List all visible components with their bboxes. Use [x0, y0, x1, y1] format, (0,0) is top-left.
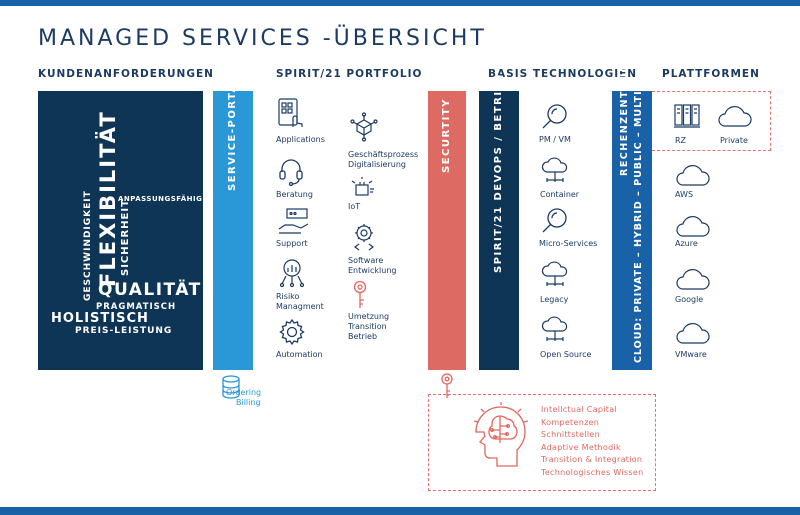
- portfolio-item-umsetzung-line1: Umetzung: [348, 312, 390, 321]
- security-label: SECURTITY: [441, 98, 452, 173]
- word-holistisch: HOLISTISCH: [51, 311, 149, 326]
- iot-device-icon: [350, 176, 376, 198]
- word-sicherheit: SICHERHEIT: [120, 199, 131, 276]
- key-icon: [352, 280, 368, 310]
- plattform-azure: Azure: [675, 239, 698, 248]
- knowledge-box: [428, 394, 656, 491]
- code-gear-icon: [350, 222, 378, 252]
- portfolio-item-risiko-line1: Risiko: [276, 292, 300, 301]
- tablet-touch-icon: [277, 97, 305, 129]
- portfolio-item-beratung: Beratung: [276, 190, 313, 199]
- plattform-rz: RZ: [675, 136, 687, 145]
- server-rack-icon: [673, 103, 701, 129]
- kundenanforderungen-box: GESCHWINDIGKEIT FLEXIBILITÄT SICHERHEIT …: [38, 91, 203, 370]
- portfolio-item-risiko-line2: Managment: [276, 302, 324, 311]
- cloud-icon-google: [674, 266, 712, 292]
- devops-bar: SPIRIT/21 DEVOPS / BETRIEB: [479, 73, 519, 370]
- plattform-vmware: VMware: [675, 350, 707, 359]
- chart-network-icon: [279, 258, 305, 288]
- brain-head-icon: [470, 402, 530, 486]
- portfolio-item-support: Support: [276, 239, 308, 248]
- portfolio-item-applications: Applications: [276, 135, 325, 144]
- knowledge-item-5: Technologisches Wissen: [541, 467, 644, 477]
- word-geschwindigkeit: GESCHWINDIGKEIT: [83, 190, 93, 301]
- cloud-icon-azure: [674, 213, 712, 239]
- basis-item-legacy: Legacy: [540, 295, 569, 304]
- devops-label: SPIRIT/21 DEVOPS / BETRIEB: [493, 72, 504, 273]
- column-heading-basis: BASIS TECHNOLOGIEN: [488, 68, 638, 80]
- cloud-icon-vmware: [674, 320, 712, 346]
- cloud-network-icon: [539, 156, 571, 186]
- cloud-network-icon-3: [539, 315, 571, 345]
- column-heading-portfolio: SPIRIT/21 PORTFOLIO: [276, 68, 423, 80]
- magnifier-icon-2: [540, 206, 570, 236]
- portfolio-item-iot: IoT: [348, 202, 361, 211]
- basis-item-pm-vm: PM / VM: [539, 135, 571, 144]
- cube-network-icon: [350, 112, 378, 142]
- plattformen-rz-box: [652, 91, 771, 151]
- service-portal-bar: SERVICE-PORTAL: [213, 75, 253, 370]
- basis-item-micro-services: Micro-Services: [539, 239, 598, 248]
- column-heading-kunden: KUNDENANFORDERUNGEN: [38, 68, 214, 80]
- cloud-icon-private: [716, 103, 754, 129]
- basis-item-container: Container: [540, 190, 580, 199]
- cloud-label: CLOUD: PRIVATE – HYBRID – PUBLIC – MULTI: [633, 90, 644, 363]
- knowledge-item-4: Transition & Integration: [541, 455, 643, 464]
- plattform-aws: AWS: [675, 190, 694, 199]
- word-pragmatisch: PRAGMATISCH: [96, 302, 177, 312]
- plattform-google: Google: [675, 295, 704, 304]
- billing-label: Billing: [236, 398, 261, 407]
- security-bar: SECURTITY: [428, 91, 466, 370]
- ordering-label: Ordering: [226, 388, 262, 397]
- hand-server-icon: [277, 207, 311, 235]
- portfolio-item-umsetzung-line2: Transition: [348, 322, 387, 331]
- column-heading-plattformen: PLATTFORMEN: [662, 68, 760, 80]
- knowledge-item-0: Intellctual Capital: [541, 405, 617, 414]
- basis-item-open-source: Open Source: [540, 350, 592, 359]
- page-title: MANAGED SERVICES -ÜBERSICHT: [38, 26, 487, 51]
- portfolio-item-automation: Automation: [276, 350, 323, 359]
- top-border: [0, 0, 800, 6]
- cloud-network-icon-2: [539, 260, 571, 290]
- portfolio-item-software-line2: Entwicklung: [348, 266, 397, 275]
- magnifier-icon: [540, 102, 570, 132]
- cloud-bar: RECHENZENTRUM CLOUD: PRIVATE – HYBRID – …: [612, 61, 652, 370]
- knowledge-item-3: Adaptive Methodik: [541, 442, 621, 452]
- knowledge-item-2: Schnittstellen: [541, 430, 600, 439]
- portfolio-item-software-line1: Software: [348, 256, 384, 265]
- key-icon-security: [440, 373, 454, 399]
- database-icon: [220, 375, 242, 399]
- gear-icon: [278, 318, 306, 346]
- bottom-border: [0, 507, 800, 515]
- word-preis-leistung: PREIS-LEISTUNG: [75, 326, 173, 336]
- word-anpassungsfaehig: ANPASSUNGSFÄHIG: [118, 195, 203, 203]
- plattform-private: Private: [720, 136, 748, 145]
- rechenzentrum-label: RECHENZENTRUM: [619, 61, 630, 176]
- word-flexibilitaet: FLEXIBILITÄT: [96, 110, 120, 287]
- service-portal-label: SERVICE-PORTAL: [227, 75, 238, 191]
- cloud-icon-aws: [674, 162, 712, 188]
- headset-icon: [277, 157, 305, 187]
- portfolio-item-geschaeftsprozess-line2: Digitalisierung: [348, 160, 406, 169]
- portfolio-item-geschaeftsprozess-line1: Geschäftsprozess: [348, 150, 419, 159]
- portfolio-item-umsetzung-line3: Betrieb: [348, 332, 378, 341]
- knowledge-item-1: Kompetenzen: [541, 417, 600, 427]
- word-qualitaet: QUALITÄT: [98, 280, 202, 300]
